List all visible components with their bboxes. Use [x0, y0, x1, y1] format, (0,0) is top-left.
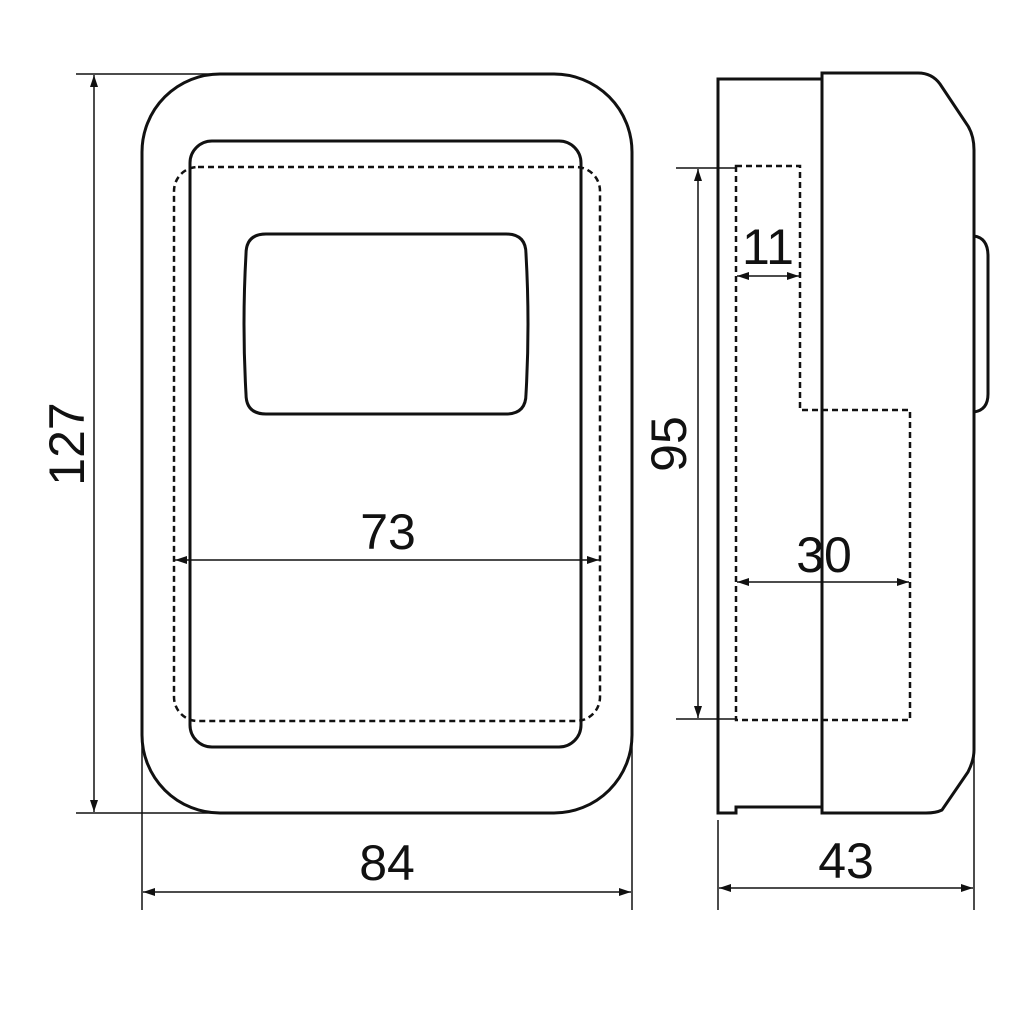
side-inner-depth-label: 30: [796, 527, 852, 583]
side-depth-label: 43: [818, 833, 874, 889]
side-front-cover: [820, 71, 976, 815]
side-shelf-depth-label: 11: [742, 219, 794, 275]
front-window: [242, 232, 530, 416]
front-inner-width-label: 73: [360, 504, 416, 560]
front-width-label: 84: [359, 835, 415, 891]
front-view: 127 84 73: [39, 72, 634, 910]
side-knob: [972, 234, 990, 414]
front-door-panel: [188, 139, 583, 749]
side-view: 95 11 30 43: [641, 71, 990, 910]
side-interior-outline: [734, 164, 912, 722]
side-back-plate: [716, 77, 824, 815]
side-inner-height-label: 95: [641, 416, 697, 472]
front-height-label: 127: [39, 402, 95, 485]
